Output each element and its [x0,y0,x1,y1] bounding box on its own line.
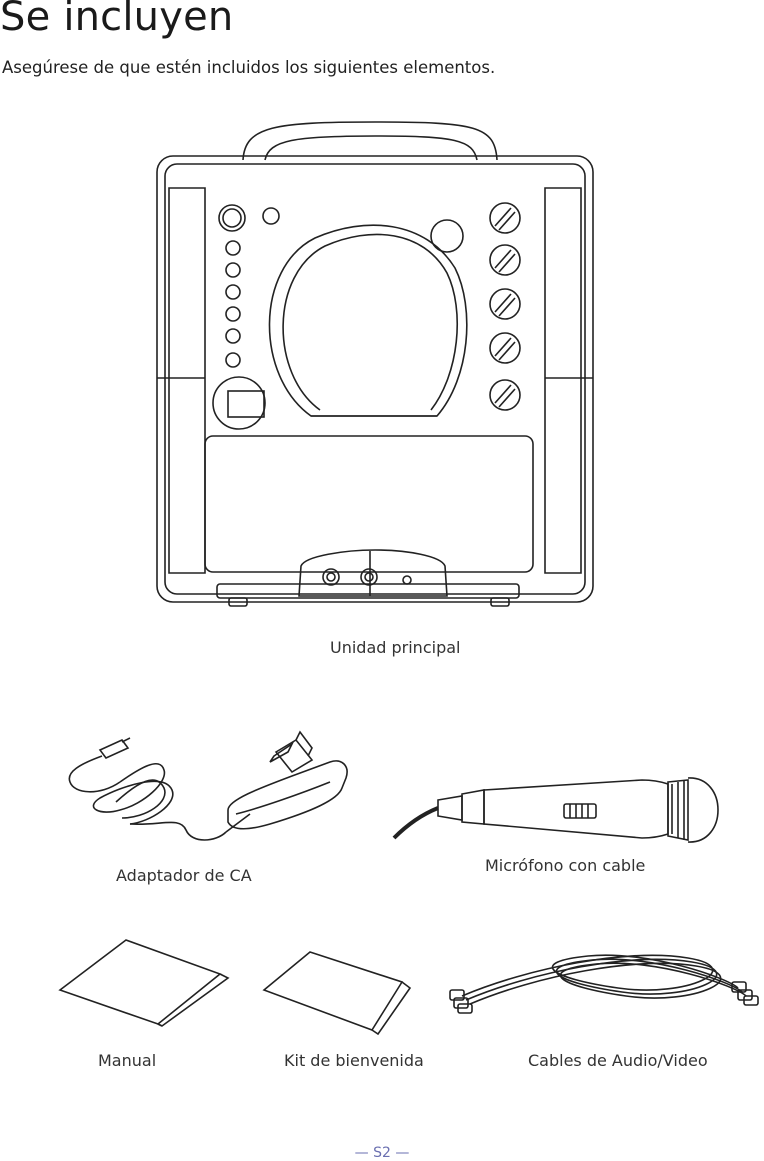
manual-illustration [58,936,234,1028]
ac-adapter-illustration [60,712,350,850]
av-cables-illustration [448,948,764,1014]
page-title: Se incluyen [0,0,234,40]
wired-microphone-illustration [392,772,732,848]
caption-main-unit: Unidad principal [330,638,461,657]
caption-welcome-kit: Kit de bienvenida [284,1051,424,1070]
caption-manual: Manual [98,1051,157,1070]
karaoke-unit-illustration [145,118,605,613]
page-subtitle: Asegúrese de que estén incluidos los sig… [2,58,496,77]
welcome-kit-illustration [262,950,414,1036]
caption-ac-adapter: Adaptador de CA [116,866,252,885]
page-number: — S2 — [354,1145,410,1161]
caption-microphone: Micrófono con cable [485,856,646,875]
caption-av-cables: Cables de Audio/Video [528,1051,708,1070]
